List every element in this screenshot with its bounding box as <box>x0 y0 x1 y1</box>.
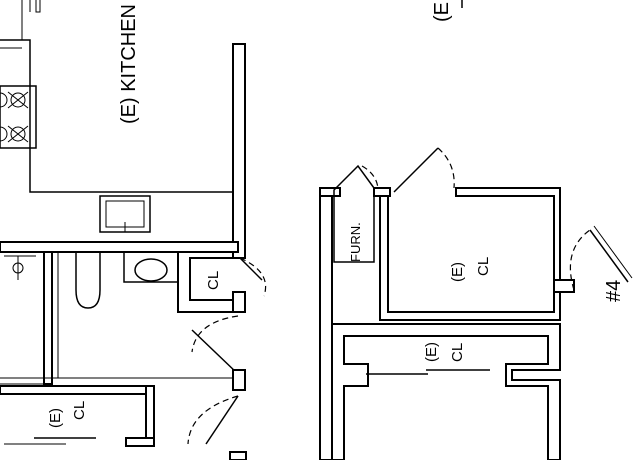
room4-door-swing <box>569 229 591 291</box>
closet-right-door <box>393 147 439 193</box>
right-block: FURN. (E) CL (E) CL <box>319 147 633 460</box>
kitchen-label: (E) KITCHEN <box>118 4 140 124</box>
furnace-icon: FURN. <box>333 164 375 263</box>
hall-door-jamb <box>232 369 246 391</box>
small-closet-jamb <box>232 291 246 313</box>
small-closet-label: CL <box>205 271 222 290</box>
closet-bl-wall-top <box>0 385 155 395</box>
kitchen-counter <box>0 39 232 193</box>
toilet-icon <box>123 251 179 283</box>
kitchen-east-wall <box>232 43 246 259</box>
top-right-partial-label: (E <box>431 2 453 22</box>
right-block-west-wall <box>319 189 333 460</box>
room4-door <box>589 229 629 283</box>
closet-middle-label-2: CL <box>449 343 466 362</box>
small-closet-door-swing <box>239 257 267 297</box>
closet-middle-walls <box>331 323 561 460</box>
right-block-top-wall-a <box>319 187 341 197</box>
closet-bl-label-1: (E) <box>47 408 64 428</box>
room4-door-b <box>593 225 633 279</box>
bath-west-wall <box>43 251 53 385</box>
bathroom-area <box>0 251 245 385</box>
closet-bottom-left: (E) CL <box>0 385 155 447</box>
kitchen-area: (E) KITCHEN <box>0 0 232 233</box>
bathtub-icon <box>75 252 101 309</box>
room-number-label: #4 <box>603 280 625 302</box>
small-closet: CL <box>177 251 267 313</box>
hall-door-bottom-swing <box>187 395 239 445</box>
closet-middle-label-1: (E) <box>423 342 440 362</box>
hall-door-bottom-jamb <box>229 451 247 460</box>
small-closet-door <box>239 257 263 281</box>
hall-door-bottom <box>187 395 247 460</box>
hall-door-panel <box>191 329 239 375</box>
hall-door-left <box>191 315 246 391</box>
small-closet-walls <box>177 251 234 313</box>
kitchen-sink-icon <box>99 195 151 233</box>
upper-cabinet <box>21 0 41 40</box>
closet-right-label-1: (E) <box>449 262 466 282</box>
kitchen-south-wall <box>0 241 239 253</box>
room4-jamb <box>553 279 575 293</box>
hall-door-bottom-panel <box>205 395 239 445</box>
stove-icon <box>0 85 37 149</box>
closet-right-walls <box>379 187 561 321</box>
closet-bl-wall-east-b <box>125 437 155 447</box>
right-block-jamb-a <box>373 187 391 197</box>
faucet-icon <box>4 255 36 280</box>
closet-bl-label-2: CL <box>71 401 88 420</box>
closet-right-label-2: CL <box>475 257 492 276</box>
closet-right-door-swing <box>437 147 455 189</box>
furnace-label: FURN. <box>348 222 363 262</box>
hall-door-swing <box>191 315 239 353</box>
